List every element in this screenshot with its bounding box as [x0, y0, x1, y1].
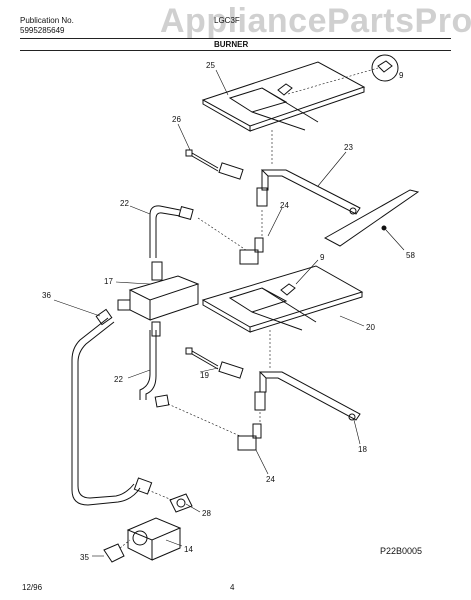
header-rule	[20, 38, 451, 39]
page-number: 4	[230, 583, 235, 592]
callout-24-top: 24	[280, 201, 289, 210]
callout-19: 19	[200, 371, 209, 380]
callout-14: 14	[184, 545, 193, 554]
pressure-regulator	[126, 517, 182, 561]
lower-burner-tube	[254, 371, 361, 421]
upper-orifice-holder	[239, 237, 264, 265]
upper-igniter	[185, 149, 244, 180]
lower-orifice-holder	[237, 423, 262, 451]
bracket	[323, 189, 420, 247]
upper-gas-tube	[149, 205, 181, 258]
main-gas-line	[71, 317, 141, 506]
callout-23: 23	[344, 143, 353, 152]
valve-assembly	[117, 261, 200, 321]
callout-28: 28	[202, 509, 211, 518]
publication-number: 5995285649	[20, 26, 65, 35]
section-title: BURNER	[214, 40, 249, 49]
orifice-fitting	[169, 493, 193, 513]
drawing-id: P22B0005	[380, 546, 423, 556]
lower-gas-tube	[139, 330, 151, 400]
revision-date: 12/96	[22, 583, 43, 592]
model-number: LGC3F	[214, 16, 240, 25]
lower-igniter	[185, 347, 244, 379]
upper-burner-tube	[256, 169, 361, 215]
callout-26: 26	[172, 115, 181, 124]
callout-22-bottom: 22	[114, 375, 123, 384]
callout-20: 20	[366, 323, 375, 332]
callout-25: 25	[206, 61, 215, 70]
callout-58: 58	[406, 251, 415, 260]
callout-9-middle: 9	[320, 253, 325, 262]
callout-9-top: 9	[399, 71, 404, 80]
callout-17: 17	[104, 277, 113, 286]
callout-18: 18	[358, 445, 367, 454]
callout-35: 35	[80, 553, 89, 562]
callout-36: 36	[42, 291, 51, 300]
elbow-fitting	[103, 543, 125, 563]
section-rule	[20, 50, 451, 51]
upper-deflector	[201, 61, 366, 132]
callout-24-bottom: 24	[266, 475, 275, 484]
watermark: AppliancePartsPros.com	[160, 2, 471, 40]
callout-22-top: 22	[120, 199, 129, 208]
clip	[277, 83, 293, 96]
lower-deflector	[201, 265, 364, 333]
publication-label: Publication No.	[20, 16, 74, 25]
